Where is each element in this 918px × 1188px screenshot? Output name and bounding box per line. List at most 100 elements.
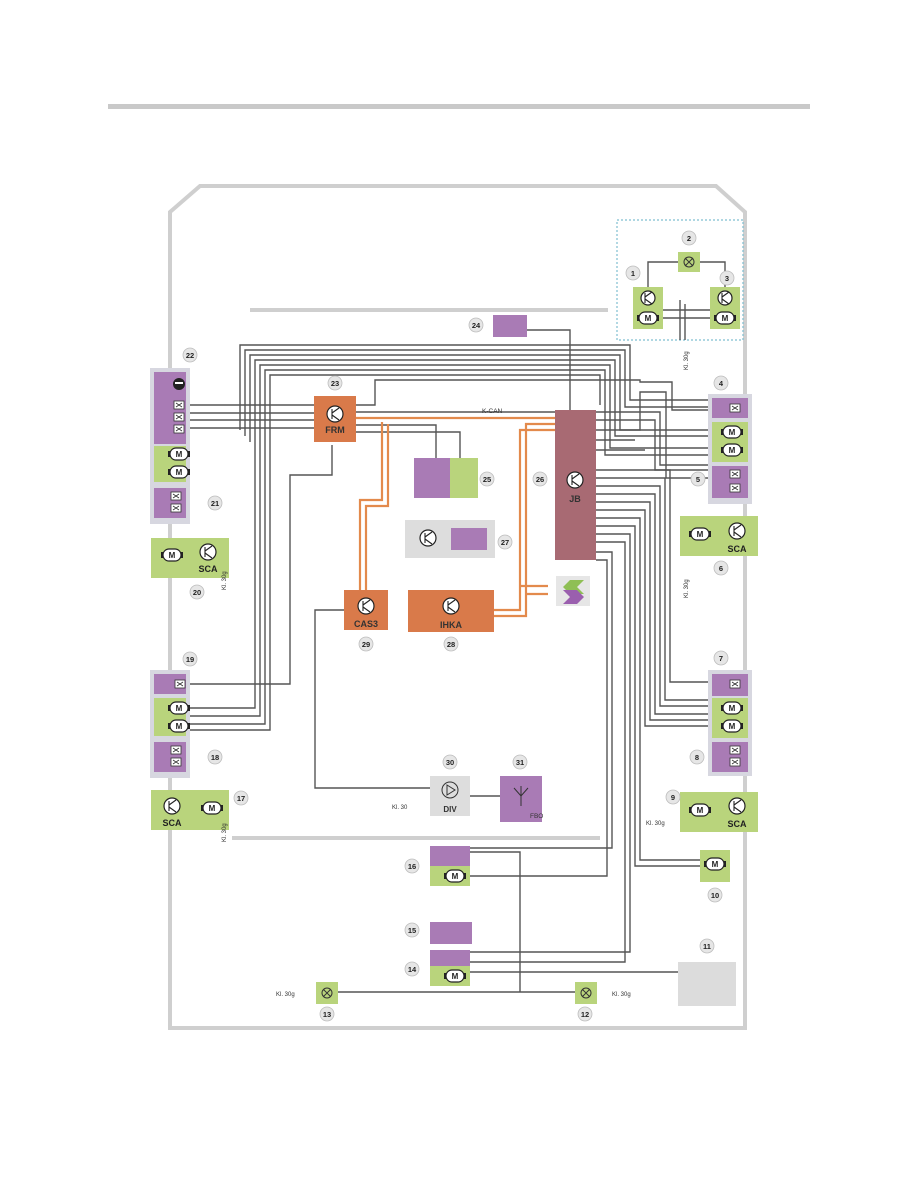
switch-contact-icon (729, 745, 741, 755)
chevron-purple-icon (563, 590, 584, 604)
callout-number: 13 (319, 1006, 335, 1022)
callout-number: 16 (404, 858, 420, 874)
terminal-left-front: Kl. 30g (222, 571, 228, 590)
fbo-label: FBO (530, 813, 543, 820)
right-front-sca-motor-icon: M (689, 527, 711, 541)
svg-text:2: 2 (687, 234, 691, 243)
relay-11-box (678, 962, 736, 1006)
left-front-sca-transistor-icon (199, 543, 217, 561)
amplifier-icon (441, 781, 459, 799)
module-27-switch (451, 528, 487, 550)
motor-10-icon: M (704, 857, 726, 871)
switch-contact-icon (729, 403, 741, 413)
terminal-roof: Kl. 30g (684, 351, 690, 370)
switch-contact-icon (173, 412, 185, 422)
callout-number: 25 (479, 471, 495, 487)
svg-text:13: 13 (323, 1010, 331, 1019)
left-front-sca-label: SCA (198, 564, 218, 574)
terminal-left-rear: Kl. 30g (222, 823, 228, 842)
lamp-icon (580, 987, 592, 999)
jb-transistor-icon (566, 471, 584, 489)
svg-text:24: 24 (472, 321, 481, 330)
motor-16-icon: M (444, 869, 466, 883)
frm-transistor-icon (326, 405, 344, 423)
svg-text:M: M (722, 314, 729, 323)
switch-15-box (430, 922, 472, 944)
right-rear-sca-transistor-icon (728, 797, 746, 815)
svg-text:14: 14 (408, 965, 417, 974)
div-label: DIV (443, 805, 457, 814)
callout-number: 6 (713, 560, 729, 576)
frm-label: FRM (325, 425, 345, 435)
svg-text:23: 23 (331, 379, 339, 388)
svg-text:1: 1 (631, 269, 635, 278)
svg-text:30: 30 (446, 758, 454, 767)
antenna-icon (513, 786, 529, 806)
svg-text:M: M (176, 704, 183, 713)
svg-text:31: 31 (516, 758, 524, 767)
right-rear-sca-motor-icon: M (689, 803, 711, 817)
svg-text:M: M (729, 446, 736, 455)
terminal-lamp-13: Kl. 30g (276, 992, 295, 998)
svg-text:6: 6 (719, 564, 723, 573)
callout-number: 7 (713, 650, 729, 666)
right-rear-motor-icon-b: M (721, 719, 743, 733)
right-front-sca-transistor-icon (728, 522, 746, 540)
callout-number: 10 (707, 887, 723, 903)
header-rule (108, 104, 810, 109)
svg-text:10: 10 (711, 891, 719, 900)
callout-number: 20 (189, 584, 205, 600)
svg-text:28: 28 (447, 640, 455, 649)
k-can-label: K-CAN (482, 408, 503, 415)
jb-label: JB (569, 494, 581, 504)
svg-text:21: 21 (211, 499, 219, 508)
callout-number: 4 (713, 375, 729, 391)
svg-text:16: 16 (408, 862, 416, 871)
svg-text:12: 12 (581, 1010, 589, 1019)
sunroof-left-transistor-icon (640, 290, 656, 306)
svg-text:26: 26 (536, 475, 544, 484)
svg-text:M: M (712, 860, 719, 869)
ihka-label: IHKA (440, 620, 462, 630)
terminal-right-rear: Kl. 30g (646, 821, 665, 827)
switch-24-box (493, 315, 527, 337)
right-front-motor-icon-a: M (721, 425, 743, 439)
svg-text:18: 18 (211, 753, 219, 762)
svg-text:5: 5 (696, 475, 700, 484)
right-front-motor-icon-b: M (721, 443, 743, 457)
svg-text:22: 22 (186, 351, 194, 360)
callout-number: 9 (665, 789, 681, 805)
vehicle-outline (168, 184, 747, 1030)
callout-number: 18 (207, 749, 223, 765)
lamp-icon (321, 987, 333, 999)
callout-number: 23 (327, 375, 343, 391)
left-rear-motor-icon-b: M (168, 719, 190, 733)
wiring-harness (188, 329, 712, 993)
switch-contact-icon (729, 757, 741, 767)
right-front-sca-label: SCA (727, 544, 747, 554)
switch-contact-icon (173, 424, 185, 434)
sunroof-right-motor-icon: M (714, 311, 736, 325)
switch-contact-icon (174, 679, 186, 689)
terminal-div: Kl. 30 (392, 805, 408, 811)
svg-text:M: M (176, 450, 183, 459)
svg-text:29: 29 (362, 640, 370, 649)
switch-contact-icon (170, 503, 182, 513)
div-module (430, 776, 470, 816)
svg-text:M: M (169, 551, 176, 560)
svg-text:M: M (209, 804, 216, 813)
callout-number: 2 (681, 230, 697, 246)
callout-number: 30 (442, 754, 458, 770)
svg-text:M: M (697, 806, 704, 815)
roof-lamp-icon (683, 256, 695, 268)
callout-number: 21 (207, 495, 223, 511)
module-27-transistor-icon (419, 529, 437, 547)
left-rear-sca-label: SCA (162, 818, 182, 828)
sunroof-right-transistor-icon (717, 290, 733, 306)
left-front-sca-motor-icon: M (161, 548, 183, 562)
callout-number: 27 (497, 534, 513, 550)
terminal-lamp-12: Kl. 30g (612, 992, 631, 998)
